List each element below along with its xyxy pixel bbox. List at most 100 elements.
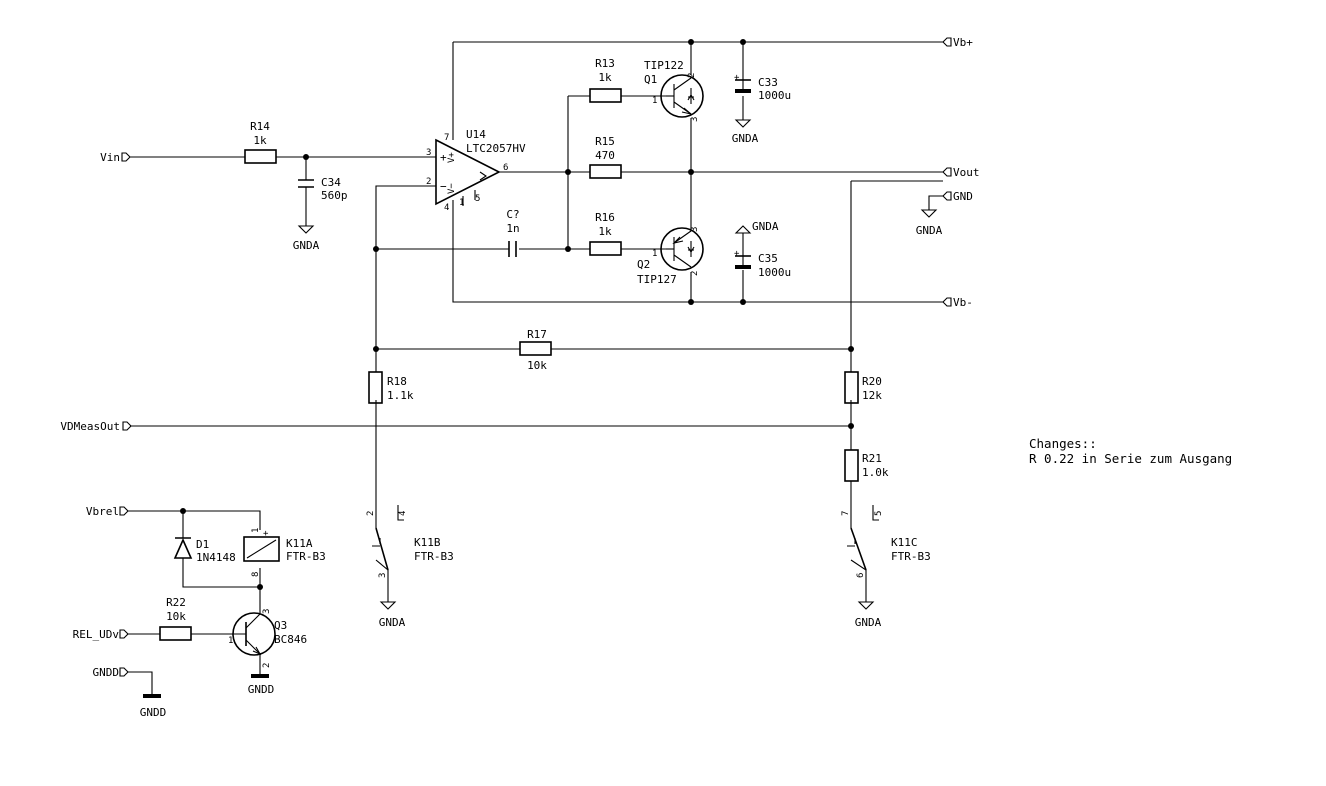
transistor-q3[interactable]: Q3 BC846 1 2 3 [228,606,307,668]
svg-text:GNDA: GNDA [293,239,320,252]
svg-text:C33: C33 [758,76,778,89]
relay-contact-k11c[interactable]: 7 5 6 K11C FTR-B3 [841,511,931,578]
svg-text:7: 7 [444,133,449,143]
resistor-r15[interactable]: R15 470 [589,135,622,179]
port-rel-udv[interactable]: REL_UDv [73,628,129,641]
port-vb-minus[interactable]: Vb- [942,296,973,309]
svg-text:12k: 12k [862,389,882,402]
svg-text:3: 3 [690,227,700,232]
svg-text:3: 3 [262,609,272,614]
svg-text:6: 6 [503,163,508,173]
svg-text:10k: 10k [527,359,547,372]
svg-text:1000u: 1000u [758,89,791,102]
opamp-u14[interactable]: U14 LTC2057HV 3 2 6 7 4 1 5 + − V+ V− [426,128,526,213]
junction-dot [180,508,186,514]
junctions [180,39,854,590]
svg-text:1.1k: 1.1k [387,389,414,402]
svg-text:2: 2 [262,663,272,668]
svg-text:K11C: K11C [891,536,918,549]
svg-text:R18: R18 [387,375,407,388]
svg-text:GNDA: GNDA [752,220,779,233]
svg-text:1: 1 [251,528,261,533]
resistor-r14[interactable]: R14 1k [244,120,277,164]
svg-text:R21: R21 [862,452,882,465]
svg-text:1000u: 1000u [758,266,791,279]
port-label: Vbrel [86,505,119,518]
svg-text:3: 3 [378,573,388,578]
svg-text:1N4148: 1N4148 [196,551,236,564]
resistor-r21[interactable]: R21 1.0k [844,449,889,482]
change-note: Changes:: R 0.22 in Serie zum Ausgang [1029,436,1232,466]
relay-coil-k11a[interactable]: 1 8 + K11A FTR-B3 [243,528,326,577]
svg-text:8: 8 [251,572,261,577]
resistor-r22[interactable]: R22 10k [159,596,192,641]
svg-text:R15: R15 [595,135,615,148]
junction-dot [848,423,854,429]
transistor-q1[interactable]: TIP122 Q1 1 2 3 [644,59,704,122]
svg-text:4: 4 [444,203,449,213]
svg-text:1: 1 [228,636,233,646]
svg-text:1k: 1k [598,225,612,238]
capacitor-c34[interactable]: C34 560p [298,176,348,202]
capacitor-c35[interactable]: + C35 1000u [734,249,791,279]
svg-text:2: 2 [366,511,376,516]
resistor-r20[interactable]: R20 12k [844,371,882,404]
svg-text:+: + [263,529,269,539]
gndd-symbol: GNDD [140,694,167,719]
svg-text:GNDD: GNDD [140,706,167,719]
svg-text:10k: 10k [166,610,186,623]
svg-text:+: + [440,151,447,164]
svg-text:1k: 1k [598,71,612,84]
svg-text:+: + [734,249,740,259]
svg-text:GNDA: GNDA [379,616,406,629]
port-vbrel[interactable]: Vbrel [86,505,129,518]
svg-text:D1: D1 [196,538,209,551]
svg-text:470: 470 [595,149,615,162]
port-vout[interactable]: Vout [942,166,980,179]
capacitor-c33[interactable]: + C33 1000u [734,73,791,102]
junction-dot [373,346,379,352]
svg-text:Q3: Q3 [274,619,287,632]
svg-text:4: 4 [398,511,408,516]
port-label: VDMeasOut [60,420,120,433]
svg-text:7: 7 [841,511,851,516]
diode-d1[interactable]: D1 1N4148 [173,537,236,564]
svg-text:R17: R17 [527,328,547,341]
relay-contact-k11b[interactable]: 2 4 3 K11B FTR-B3 [366,511,454,578]
svg-text:GNDA: GNDA [855,616,882,629]
svg-text:R22: R22 [166,596,186,609]
svg-text:C35: C35 [758,252,778,265]
resistor-r16[interactable]: R16 1k [589,211,622,256]
resistor-r18[interactable]: R18 1.1k [368,371,414,404]
svg-text:+: + [734,73,740,83]
junction-dot [257,584,263,590]
junction-dot [740,299,746,305]
port-vb-plus[interactable]: Vb+ [942,36,973,49]
resistor-r17[interactable]: R17 10k [519,328,552,372]
svg-text:FTR-B3: FTR-B3 [414,550,454,563]
port-label: Vin [100,151,120,164]
svg-text:GNDD: GNDD [248,683,275,696]
port-vdmeasout[interactable]: VDMeasOut [60,420,132,433]
junction-dot [565,169,571,175]
resistor-r13[interactable]: R13 1k [589,57,622,103]
junction-dot [688,39,694,45]
svg-text:C34: C34 [321,176,341,189]
svg-text:3: 3 [690,117,700,122]
port-vin[interactable]: Vin [100,151,131,164]
port-gnd[interactable]: GND [942,190,973,203]
transistor-q2[interactable]: Q2 TIP127 1 2 3 [637,227,704,286]
port-label: Vb+ [953,36,973,49]
junction-dot [565,246,571,252]
port-label: Vout [953,166,980,179]
svg-text:1: 1 [652,96,657,106]
svg-text:K11B: K11B [414,536,441,549]
capacitor-c7[interactable]: C? 1n [506,208,520,257]
svg-text:2: 2 [690,271,700,276]
svg-text:U14: U14 [466,128,486,141]
svg-text:−: − [440,180,447,193]
port-gndd[interactable]: GNDD [93,666,129,679]
gnda-symbol: GNDA [855,601,882,629]
